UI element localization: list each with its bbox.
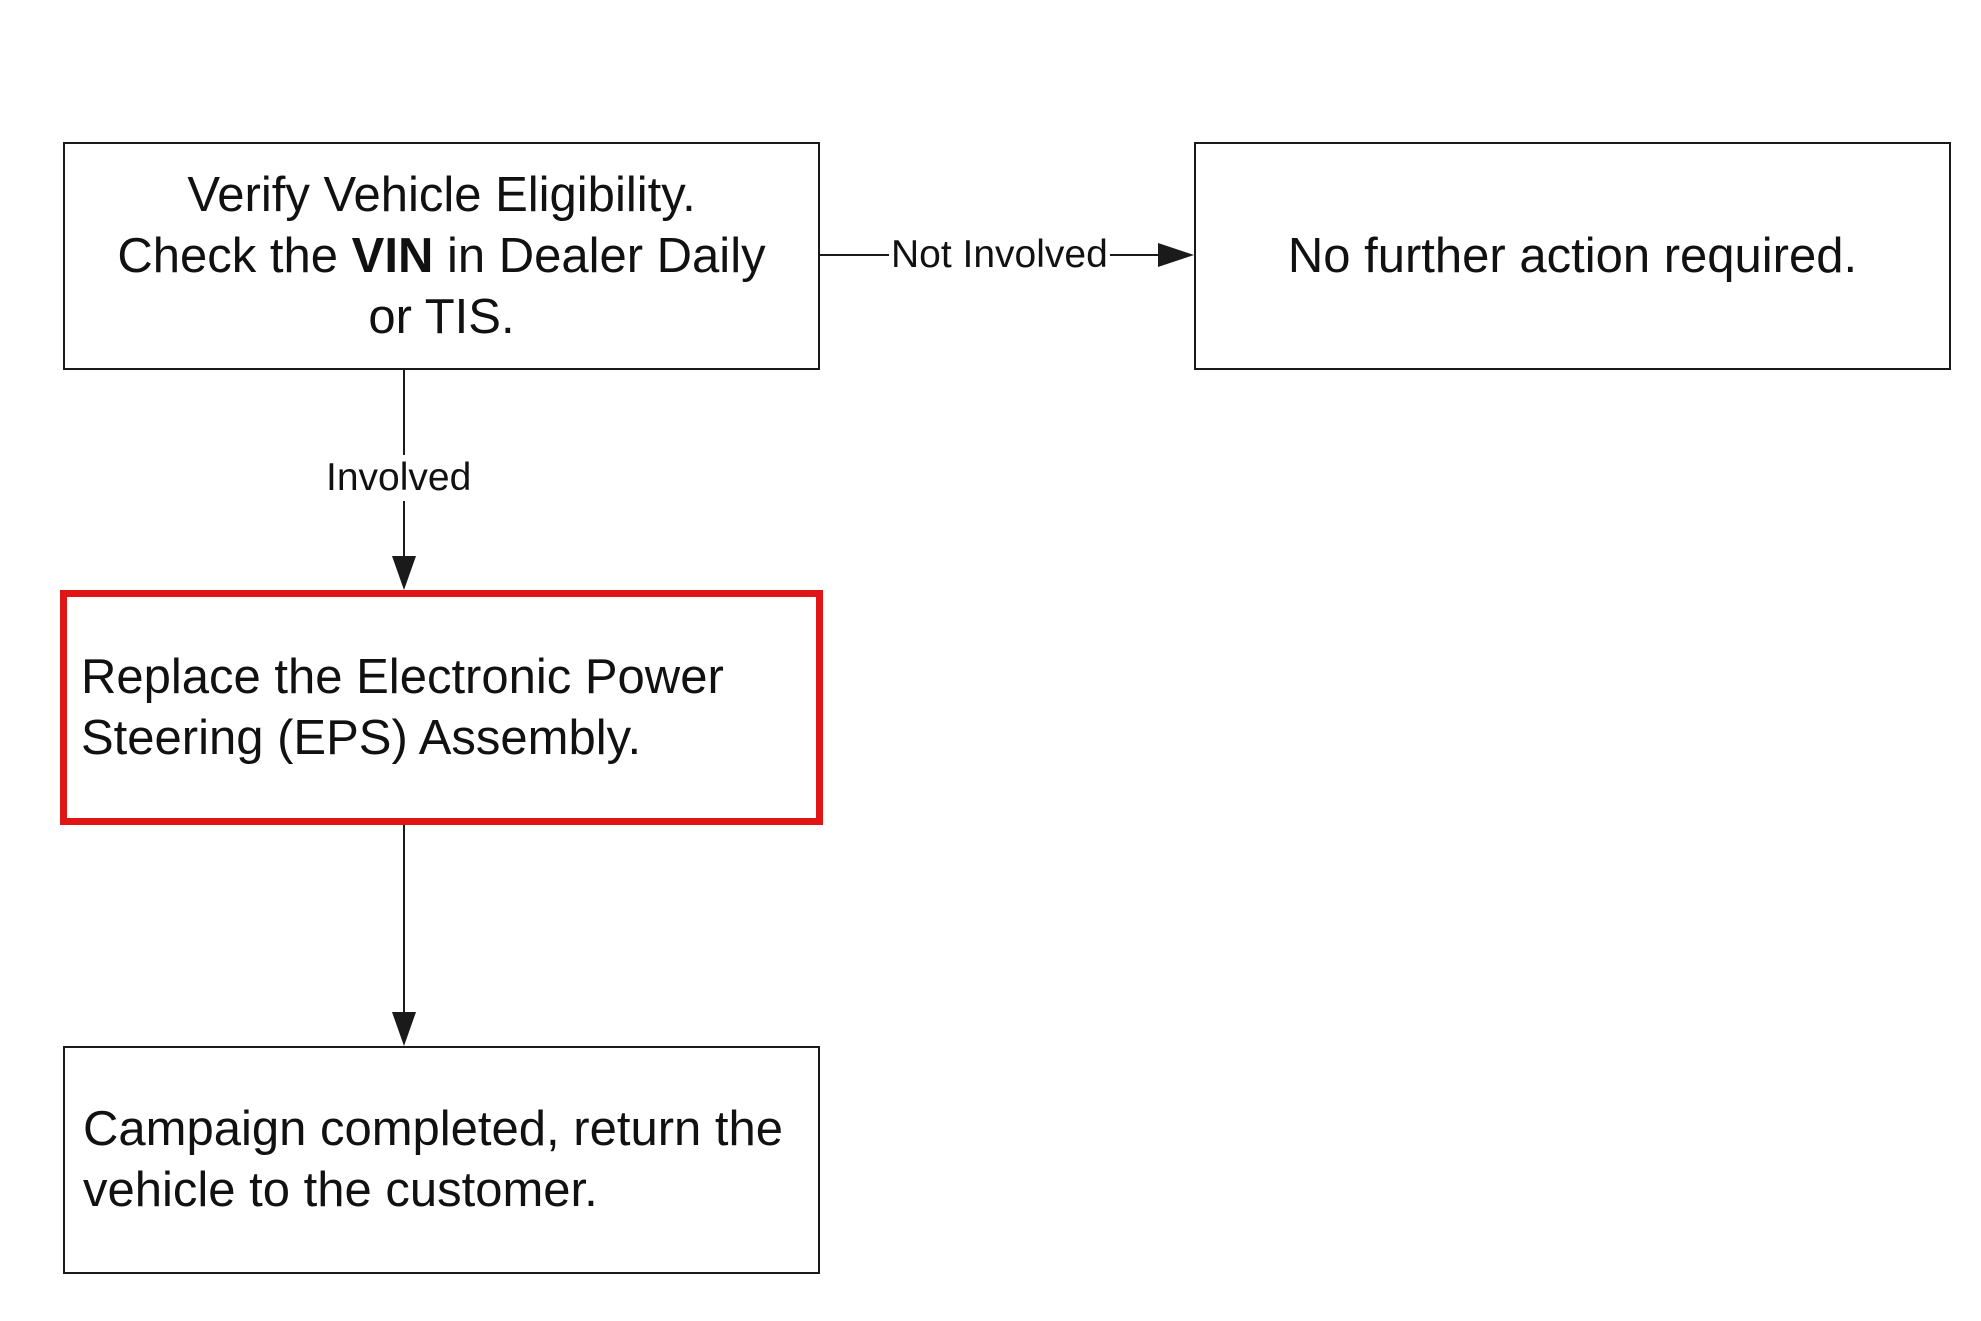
verify-line-3: or TIS. — [368, 289, 515, 344]
replace-line-2: Steering (EPS) Assembly. — [81, 710, 642, 765]
node-replace-eps: Replace the Electronic Power Steering (E… — [60, 590, 823, 825]
node-campaign-completed: Campaign completed, return the vehicle t… — [63, 1046, 820, 1274]
node-verify-eligibility: Verify Vehicle Eligibility. Check the VI… — [63, 142, 820, 370]
verify-line-2: Check the VIN in Dealer Daily — [117, 226, 765, 287]
edge-label-involved: Involved — [324, 455, 474, 501]
completed-line-2: vehicle to the customer. — [83, 1163, 598, 1217]
replace-line-1: Replace the Electronic Power — [81, 649, 724, 704]
completed-arrowhead — [392, 1012, 416, 1046]
edge-label-not-involved: Not Involved — [889, 232, 1110, 278]
no-action-text: No further action required. — [1287, 228, 1858, 283]
node-no-further-action: No further action required. — [1194, 142, 1951, 370]
completed-line-1: Campaign completed, return the — [83, 1102, 783, 1156]
verify-line-2-post: in Dealer Daily — [433, 228, 766, 283]
verify-line-1: Verify Vehicle Eligibility. — [187, 167, 696, 222]
verify-vin: VIN — [351, 228, 434, 283]
involved-arrowhead — [392, 556, 416, 590]
not-involved-arrowhead — [1158, 243, 1194, 267]
verify-line-2-pre: Check the — [117, 228, 352, 283]
